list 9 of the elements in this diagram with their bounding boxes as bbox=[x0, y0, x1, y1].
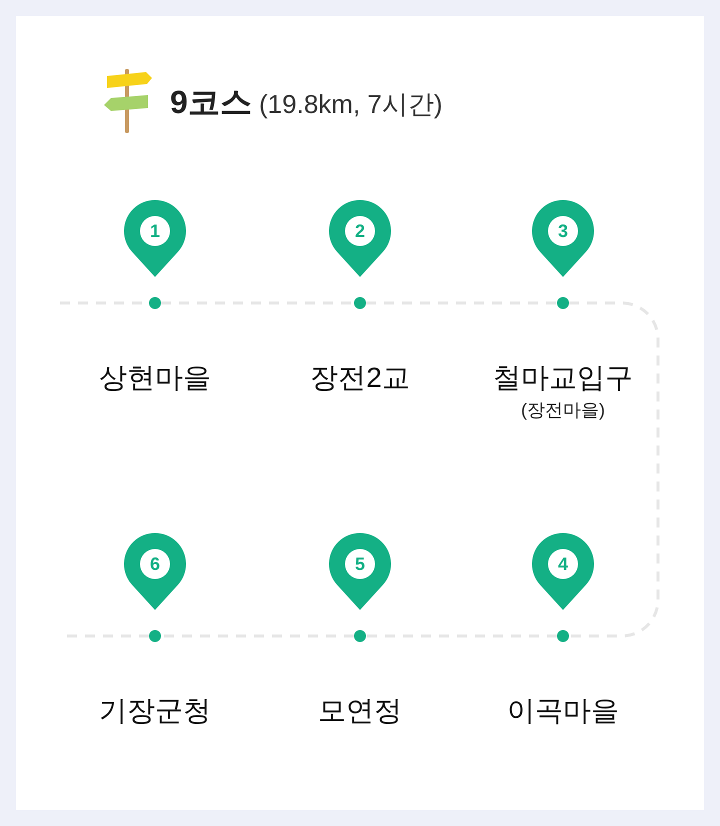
title: 9코스 (19.8km, 7시간) bbox=[170, 83, 443, 122]
stop-note: (장전마을) bbox=[521, 399, 605, 421]
stop-name: 장전2교 bbox=[310, 361, 410, 395]
stop-name: 철마교입구 bbox=[493, 361, 633, 395]
stop-name: 모연정 bbox=[318, 694, 402, 728]
stop-name: 이곡마을 bbox=[507, 694, 619, 728]
route-line bbox=[569, 302, 660, 638]
stop-name: 상현마을 bbox=[99, 361, 211, 395]
stop-name: 기장군청 bbox=[99, 694, 211, 728]
